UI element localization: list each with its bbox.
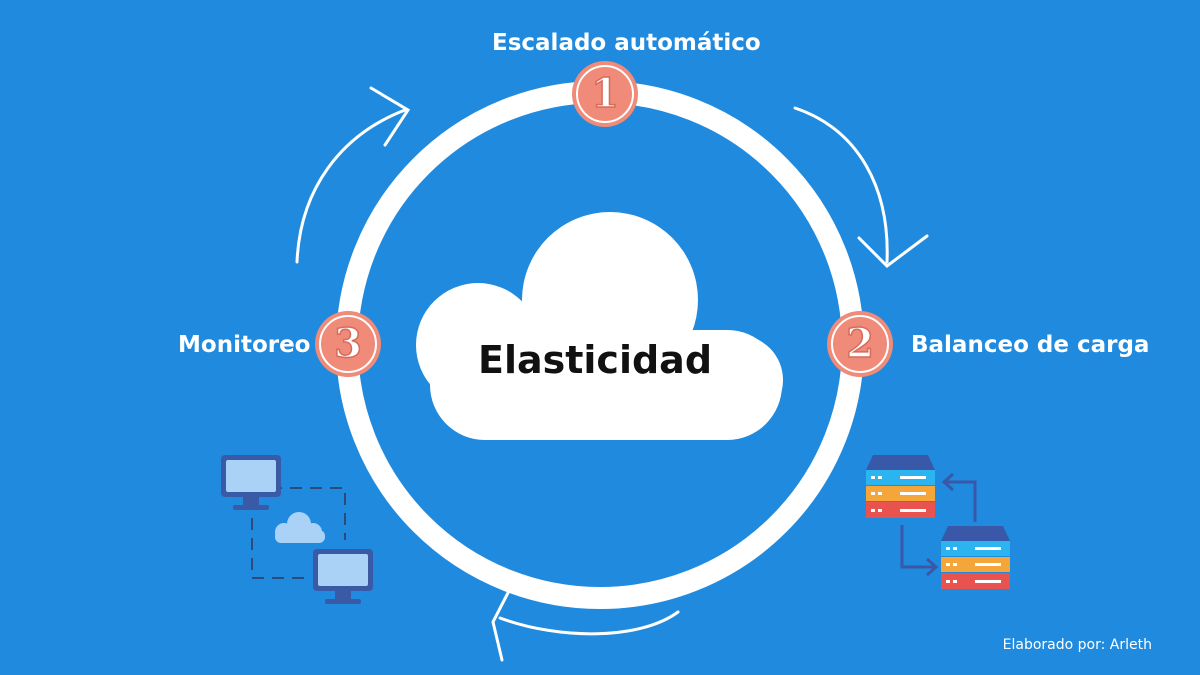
step-1-badge: [572, 61, 638, 127]
step-2-number: 2: [845, 319, 874, 368]
cloud-icon: [416, 212, 783, 440]
center-title: Elasticidad: [477, 338, 713, 382]
author-credit: Elaborado por: Arleth: [1002, 637, 1152, 653]
step-1-number: 1: [590, 69, 619, 118]
step-1-label: Escalado automático: [492, 30, 761, 56]
cycle-arrow-icon: [295, 86, 929, 662]
step-2-badge: [827, 311, 893, 377]
step-3-badge: [315, 311, 381, 377]
monitors-cloud-icon: [221, 455, 373, 604]
step-2-label: Balanceo de carga: [911, 332, 1150, 358]
step-3-label: Monitoreo: [178, 332, 311, 358]
servers-load-balancer-icon: [866, 455, 1010, 589]
step-3-number: 3: [333, 319, 362, 368]
